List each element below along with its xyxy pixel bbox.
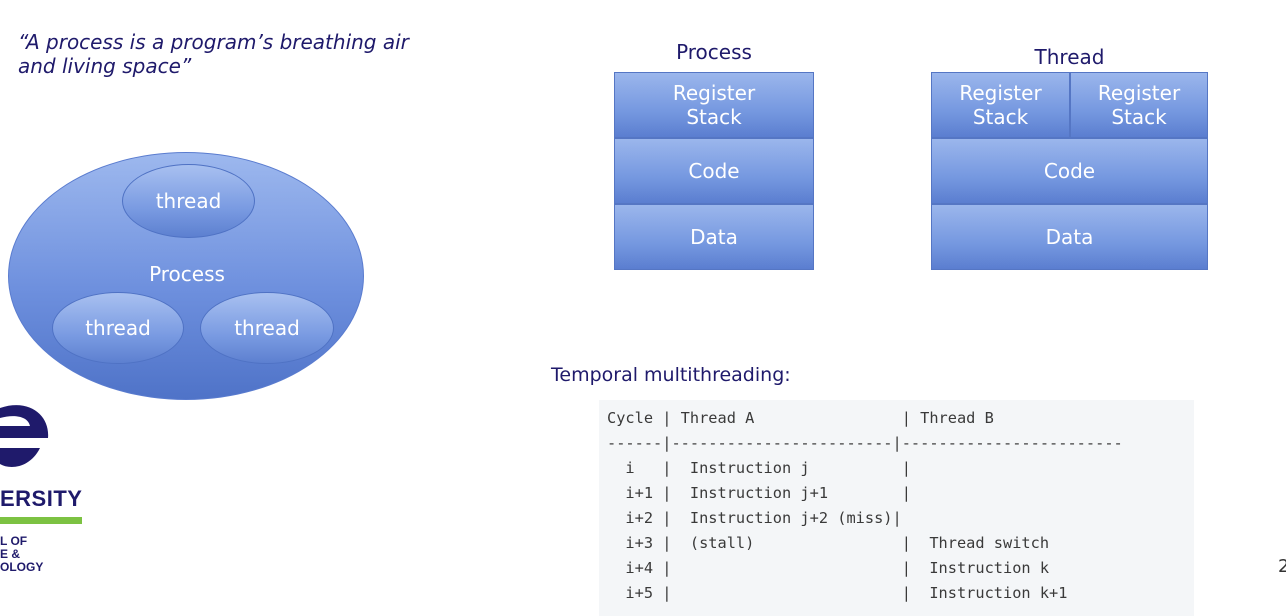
thread-ellipse-right: thread bbox=[200, 292, 334, 364]
code-line: i | Instruction j | bbox=[607, 459, 911, 477]
logo-school-line3: OLOGY bbox=[0, 560, 44, 574]
process-data: Data bbox=[614, 204, 814, 270]
code-line: i+4 | | Instruction k bbox=[607, 559, 1050, 577]
thread-code: Code bbox=[931, 138, 1208, 204]
logo-green-bar bbox=[0, 517, 82, 524]
thread-data: Data bbox=[931, 204, 1208, 270]
temporal-code-block: Cycle | Thread A | Thread B ------|-----… bbox=[599, 400, 1194, 616]
logo-wordmark: ERSITY bbox=[0, 486, 83, 511]
code-line: i+3 | (stall) | Thread switch bbox=[607, 534, 1050, 552]
process-block-title: Process bbox=[676, 40, 752, 64]
thread-ellipse-left: thread bbox=[52, 292, 184, 364]
thread-ellipse-top: thread bbox=[122, 164, 255, 238]
logo-school-line1: L OF bbox=[0, 534, 28, 548]
code-line: Cycle | Thread A | Thread B bbox=[607, 409, 994, 427]
thread-register-stack-right: Register Stack bbox=[1070, 72, 1208, 138]
code-line: ------|------------------------|--------… bbox=[607, 434, 1123, 452]
logo-e-icon bbox=[0, 405, 49, 467]
page-number: 2 bbox=[1278, 556, 1286, 577]
process-ellipse-label: Process bbox=[149, 262, 225, 286]
temporal-title: Temporal multithreading: bbox=[551, 364, 791, 386]
code-line: i+2 | Instruction j+2 (miss)| bbox=[607, 509, 902, 527]
process-register-stack: Register Stack bbox=[614, 72, 814, 138]
process-code: Code bbox=[614, 138, 814, 204]
code-line: i+5 | | Instruction k+1 bbox=[607, 584, 1068, 602]
thread-block-title: Thread bbox=[1034, 45, 1105, 69]
quote-text: “A process is a program’s breathing air … bbox=[18, 30, 409, 78]
thread-register-stack-left: Register Stack bbox=[931, 72, 1070, 138]
code-line: i+1 | Instruction j+1 | bbox=[607, 484, 911, 502]
logo-school-line2: E & bbox=[0, 547, 21, 561]
